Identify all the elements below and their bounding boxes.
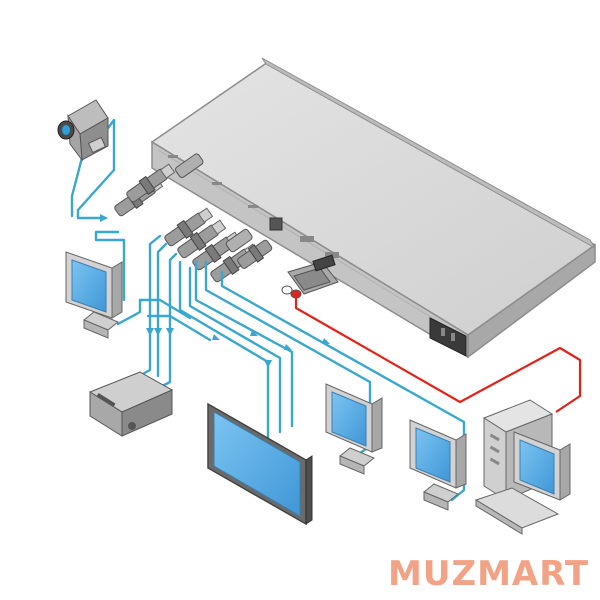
vga-connector-icon [287, 254, 339, 295]
bnc-connector-icon [126, 163, 176, 203]
bnc-connector-icon [164, 207, 214, 247]
output-bnc-connectors [164, 207, 273, 283]
switcher-device [150, 57, 597, 359]
input-bnc-connectors [114, 153, 204, 217]
signal-arrows [100, 214, 330, 368]
flat-panel-display-icon [207, 402, 313, 526]
power-inlet-icon [429, 317, 467, 357]
ethernet-port [269, 217, 283, 231]
monitor-icon [325, 383, 383, 475]
rack-ear [261, 57, 596, 249]
monitor-icon [65, 251, 123, 339]
monitor-icon [409, 419, 467, 511]
bnc-connector-icon [225, 228, 253, 253]
muzmart-watermark: MUZMART [388, 554, 590, 594]
bnc-connector-icon [175, 153, 204, 178]
video-camera-icon [57, 99, 109, 162]
dvd-player-icon [88, 371, 174, 437]
bnc-connector-icon [177, 219, 227, 259]
audio-rca-connector-icon [281, 285, 302, 299]
desktop-computer-icon [474, 399, 571, 535]
bnc-connector-icon [237, 239, 273, 269]
device-side-rail [467, 243, 596, 359]
computer-cable [294, 296, 582, 413]
